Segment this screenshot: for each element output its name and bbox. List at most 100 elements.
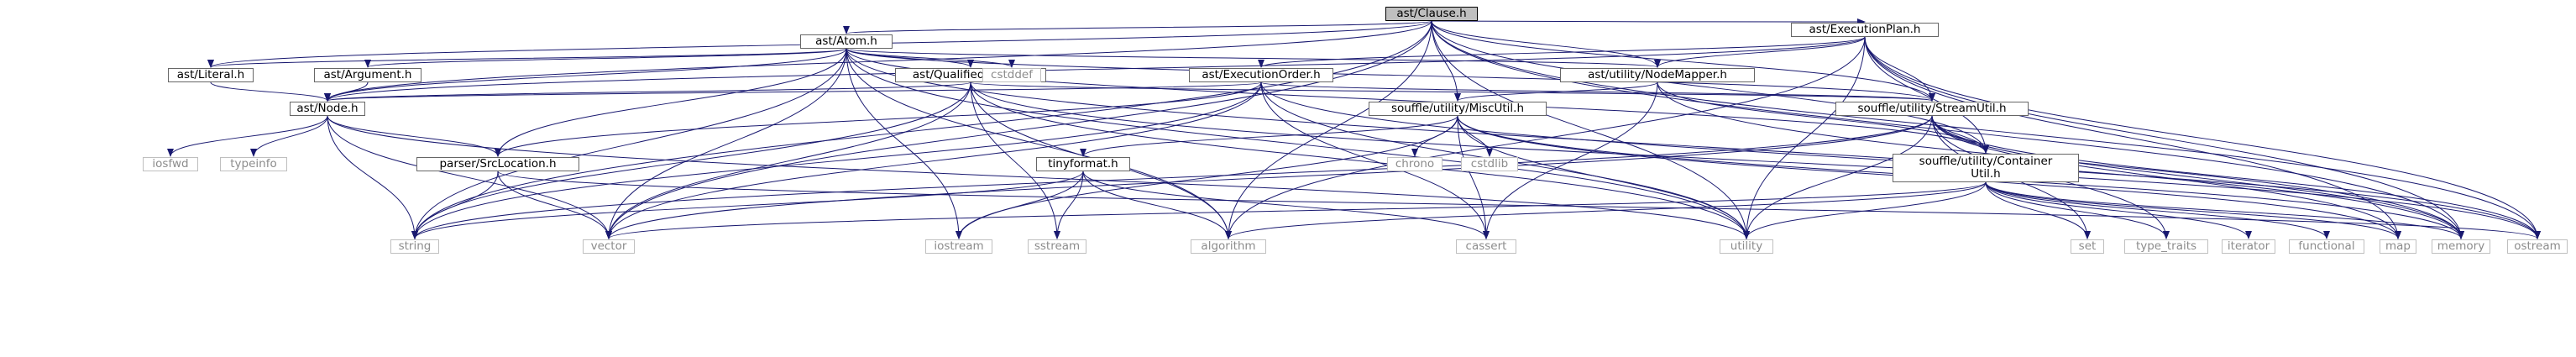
node-miscutil[interactable]: souffle/utility/MiscUtil.h [1369, 102, 1547, 116]
node-atom[interactable]: ast/Atom.h [800, 34, 893, 49]
edge-execorder-to-node [324, 81, 1262, 102]
node-label: ast/Node.h [296, 102, 359, 115]
node-label: string [398, 239, 432, 253]
edge-clause-to-containerutil [1431, 20, 1989, 154]
node-label: functional [2298, 239, 2355, 253]
edge-streamutil-to-map [1931, 115, 2401, 239]
node-nodemapper[interactable]: ast/utility/NodeMapper.h [1560, 68, 1755, 82]
node-label: ostream [2514, 239, 2561, 253]
edge-srcloc-to-vector [497, 171, 612, 239]
edge-execplan-to-nodemapper [1654, 36, 1866, 68]
node-literal[interactable]: ast/Literal.h [168, 68, 254, 82]
edge-qualname-to-sstream [970, 81, 1060, 239]
edge-node-to-string [327, 115, 418, 239]
node-execplan[interactable]: ast/ExecutionPlan.h [1791, 23, 1939, 37]
node-label: iosfwd [152, 157, 189, 171]
edge-execorder-to-vector [605, 81, 1262, 239]
edge-containerutil-to-algorithm [1225, 181, 1987, 239]
edge-containerutil-to-type_traits [1985, 181, 2170, 239]
node-label: typeinfo [230, 157, 277, 171]
node-label: map [2385, 239, 2411, 253]
edge-streamutil-to-vector [605, 115, 1933, 239]
edge-qualname-to-streamutil [970, 81, 1935, 102]
edge-containerutil-to-vector [605, 181, 1987, 239]
node-cassert: cassert [1456, 239, 1516, 254]
edge-node-to-utility [327, 115, 1750, 239]
node-label: parser/SrcLocation.h [439, 157, 557, 171]
edge-execorder-to-cassert [1260, 81, 1490, 239]
edge-streamutil-to-memory [1931, 115, 2464, 239]
node-srcloc[interactable]: parser/SrcLocation.h [416, 157, 579, 171]
edge-tinyformat-to-sstream [1054, 171, 1084, 239]
node-streamutil[interactable]: souffle/utility/StreamUtil.h [1835, 102, 2029, 116]
node-label: souffle/utility/StreamUtil.h [1857, 102, 2007, 115]
edge-tinyformat-to-cassert [1082, 171, 1490, 239]
edge-execplan-to-node [324, 36, 1866, 102]
edge-execplan-to-algorithm [1225, 36, 1866, 239]
edge-clause-to-node [324, 20, 1432, 102]
edge-miscutil-to-utility [1457, 115, 1750, 239]
node-string: string [390, 239, 439, 254]
node-cstdlib: cstdlib [1461, 157, 1518, 171]
node-label: vector [590, 239, 627, 253]
edge-streamutil-to-utility [1743, 115, 1933, 239]
edge-atom-to-node [324, 48, 847, 102]
node-utility: utility [1720, 239, 1773, 254]
edge-clause-to-ostream [1431, 20, 2541, 239]
node-iostream: iostream [925, 239, 992, 254]
edge-containerutil-to-iterator [1985, 181, 2252, 239]
edge-clause-to-execplan [1431, 18, 1866, 25]
edge-tinyformat-to-iostream [956, 171, 1084, 239]
edge-atom-to-iostream [846, 48, 962, 239]
edge-execplan-to-memory [1864, 36, 2464, 239]
node-label: utility [1730, 239, 1763, 253]
node-type_traits: type_traits [2124, 239, 2208, 254]
edge-node-to-typeinfo [250, 115, 328, 157]
edge-atom-to-utility [846, 48, 1750, 239]
node-functional: functional [2289, 239, 2364, 254]
edge-streamutil-to-ostream [1931, 115, 2541, 239]
node-label: souffle/utility/MiscUtil.h [1390, 102, 1525, 115]
node-label: iostream [934, 239, 984, 253]
node-label: cstddef [991, 68, 1033, 81]
edge-tinyformat-to-algorithm [1082, 171, 1232, 239]
edge-miscutil-to-cassert [1457, 115, 1490, 239]
node-chrono: chrono [1387, 157, 1442, 171]
edge-atom-to-memory [846, 48, 2464, 239]
edge-miscutil-to-tinyformat [1080, 115, 1458, 157]
edge-atom-to-streamutil [846, 48, 1935, 102]
edge-execorder-to-string [411, 81, 1262, 239]
node-label: ast/Atom.h [815, 34, 877, 48]
node-iterator: iterator [2222, 239, 2275, 254]
node-label: ast/Literal.h [176, 68, 245, 81]
edge-atom-to-nodemapper [846, 48, 1661, 68]
edge-execorder-to-streamutil [1260, 81, 1935, 102]
edge-nodemapper-to-miscutil [1454, 81, 1658, 102]
edge-node-to-srcloc [327, 115, 501, 157]
node-argument[interactable]: ast/Argument.h [314, 68, 421, 82]
node-label: memory [2437, 239, 2485, 253]
node-cstddef: cstddef [982, 68, 1041, 82]
edge-node-to-iosfwd [167, 115, 328, 157]
node-node[interactable]: ast/Node.h [290, 102, 365, 116]
node-label: ast/ExecutionOrder.h [1202, 68, 1321, 81]
edge-atom-to-cstddef [846, 48, 1015, 68]
node-typeinfo: typeinfo [220, 157, 287, 171]
node-label: sstream [1034, 239, 1081, 253]
edge-qualname-to-ostream [970, 81, 2541, 239]
node-tinyformat[interactable]: tinyformat.h [1036, 157, 1130, 171]
node-label: chrono [1395, 157, 1435, 171]
edge-execplan-to-containerutil [1864, 36, 1989, 154]
edge-nodemapper-to-cassert [1483, 81, 1658, 239]
node-label: cstdlib [1470, 157, 1509, 171]
node-label: ast/Clause.h [1396, 7, 1467, 20]
edge-atom-to-algorithm [846, 48, 1232, 239]
edge-execplan-to-utility [1743, 36, 1866, 239]
node-label: tinyformat.h [1048, 157, 1118, 171]
node-execorder[interactable]: ast/ExecutionOrder.h [1189, 68, 1333, 82]
node-memory: memory [2432, 239, 2490, 254]
edge-execorder-to-srcloc [495, 81, 1262, 157]
edge-atom-to-literal [207, 48, 847, 68]
